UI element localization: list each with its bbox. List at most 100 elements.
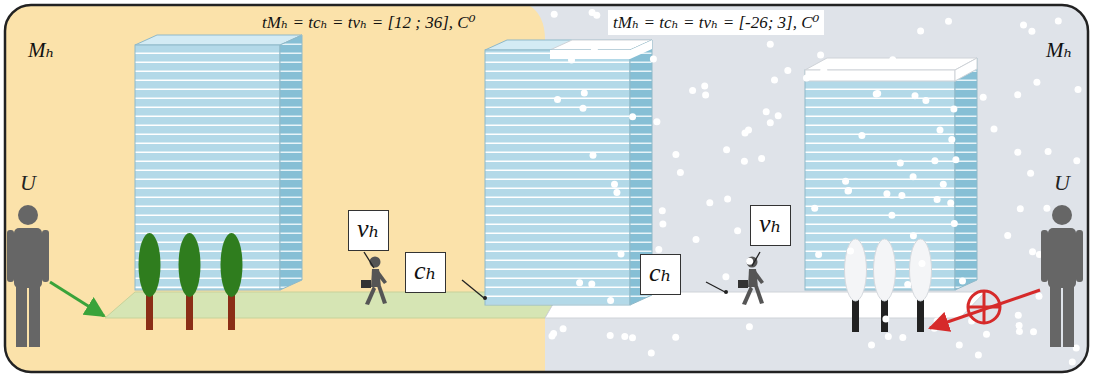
snow-dot — [554, 96, 561, 103]
snow-dot — [956, 341, 963, 348]
snow-dot — [1075, 86, 1082, 93]
snow-dot — [677, 169, 684, 176]
snow-dot — [763, 108, 770, 115]
snow-dot — [950, 105, 957, 112]
variable-label-box: vₕ — [348, 210, 389, 251]
snow-dot — [842, 178, 849, 185]
snow-dot — [889, 56, 896, 63]
outer-frame — [5, 5, 1088, 372]
snow-dot — [1016, 328, 1023, 335]
snow-dot — [931, 157, 938, 164]
snow-dot — [1043, 205, 1050, 212]
snow-dot — [550, 330, 557, 337]
observer-label: U — [20, 170, 36, 196]
snow-dot — [742, 130, 749, 137]
snow-dot — [653, 118, 660, 125]
snow-dot — [702, 92, 709, 99]
snow-dot — [758, 155, 765, 162]
snow-dot — [576, 279, 583, 286]
snow-dot — [611, 181, 618, 188]
snow-dot — [706, 199, 713, 206]
snow-dot — [1020, 22, 1027, 29]
summer-region: MₕtMₕ = tcₕ = tvₕ = [12 ; 36], C⁰vₕcₕ — [5, 5, 545, 372]
green-trees — [139, 233, 243, 330]
snow-dot — [910, 173, 917, 180]
snow-dot — [882, 316, 889, 323]
snow-dot — [874, 90, 881, 97]
snow-dot — [1055, 17, 1062, 24]
observer-label: U — [1054, 170, 1070, 196]
snow-dot — [882, 59, 889, 66]
perception-arrow — [930, 290, 1040, 328]
snow-dot — [741, 158, 748, 165]
reject-symbol — [968, 291, 1000, 323]
snow-dot — [621, 333, 628, 340]
snow-dot — [868, 341, 875, 348]
time-formula: tMₕ = tcₕ = tvₕ = [-26; 3], C⁰ — [608, 10, 824, 35]
walking-person — [738, 257, 764, 306]
snow-dot — [613, 189, 620, 196]
snow-dot — [629, 113, 636, 120]
snow-dot — [767, 41, 774, 48]
snow-dot — [847, 248, 854, 255]
snow-dot — [899, 334, 906, 341]
snow-dot — [659, 207, 666, 214]
snow-dot — [590, 152, 597, 159]
snowy-trees — [845, 239, 932, 332]
snow-dot — [746, 258, 753, 265]
snow-dot — [948, 136, 955, 143]
snow-dots — [549, 9, 1082, 365]
variable-label-box: cₕ — [640, 254, 681, 295]
model-label: Mₕ — [1046, 38, 1073, 63]
snow-dot — [817, 52, 824, 59]
snow-dot — [1016, 322, 1023, 329]
snow-dot — [858, 132, 865, 139]
snow-dot — [803, 74, 810, 81]
time-formula: tMₕ = tcₕ = tvₕ = [12 ; 36], C⁰ — [262, 12, 475, 33]
snow-dot — [947, 200, 954, 207]
building — [135, 35, 302, 290]
snow-dot — [983, 331, 990, 338]
snow-dot — [991, 126, 998, 133]
variable-label: vₕ — [759, 208, 782, 239]
snow-dot — [779, 309, 786, 316]
snow-dot — [845, 188, 852, 195]
snow-dot — [937, 126, 944, 133]
snow-dot — [1014, 91, 1021, 98]
snow-dot — [1030, 328, 1037, 335]
snow-dot — [581, 90, 588, 97]
snow-dot — [883, 190, 890, 197]
snow-dot — [1014, 149, 1021, 156]
snow-dot — [980, 94, 987, 101]
snow-dot — [722, 273, 729, 280]
snow-dot — [919, 260, 926, 267]
snow-dot — [568, 56, 575, 63]
leader-lines — [364, 252, 760, 298]
snow-dot — [591, 47, 598, 54]
snow-dot — [724, 196, 731, 203]
snow-dot — [1036, 293, 1043, 300]
snow-dot — [734, 227, 741, 234]
snow-dot — [975, 352, 982, 359]
snow-dot — [588, 281, 595, 288]
variable-label-box: vₕ — [750, 205, 791, 246]
variable-label: cₕ — [414, 255, 437, 286]
snow-dot — [815, 251, 822, 258]
snow-dot — [912, 92, 919, 99]
snow-dot — [672, 151, 679, 158]
snow-dot — [1045, 148, 1052, 155]
snow-dot — [689, 87, 696, 94]
snow-dot — [607, 297, 614, 304]
snow-dot — [701, 83, 708, 90]
snow-dot — [655, 246, 662, 253]
observer-figure — [1041, 205, 1083, 347]
snow-dot — [746, 323, 753, 330]
snow-dot — [650, 56, 657, 63]
snow-dot — [560, 325, 567, 332]
snow-dot — [904, 281, 911, 288]
snow-dot — [959, 277, 966, 284]
snow-dot — [629, 334, 636, 341]
snow-dot — [1028, 28, 1035, 35]
snow-dot — [940, 181, 947, 188]
